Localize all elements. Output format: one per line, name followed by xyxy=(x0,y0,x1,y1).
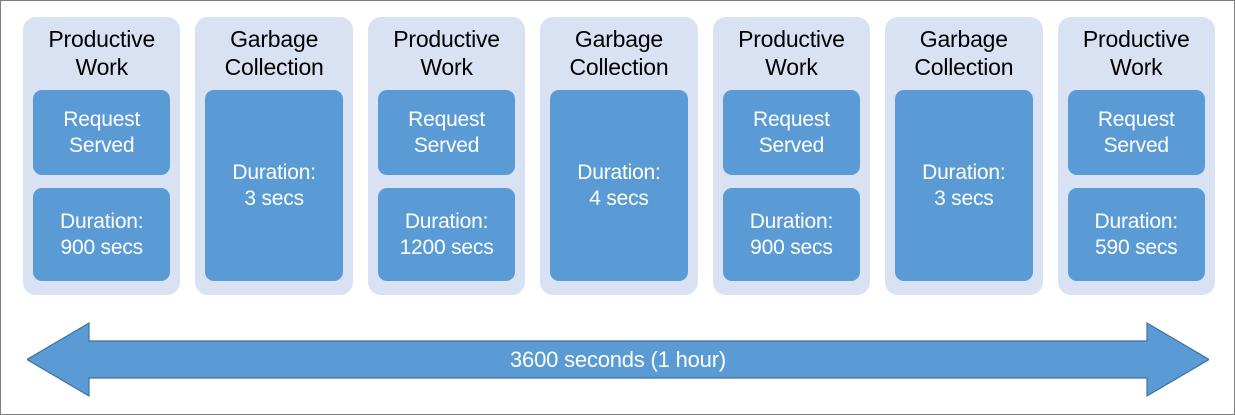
phase-card-productive-work-3[interactable]: Productive Work Request Served Duration:… xyxy=(712,17,871,295)
chip-duration: Duration: 1200 secs xyxy=(377,188,516,281)
chip-request-served: Request Served xyxy=(33,90,171,176)
chip-duration: Duration: 900 secs xyxy=(722,188,861,281)
chip-duration: Duration: 4 secs xyxy=(550,90,688,281)
phase-card-productive-work-4[interactable]: Productive Work Request Served Duration:… xyxy=(1057,17,1215,295)
phase-chip-list: Request Served Duration: 900 secs xyxy=(722,90,861,281)
chip-duration: Duration: 3 secs xyxy=(205,90,343,281)
phase-card-productive-work-2[interactable]: Productive Work Request Served Duration:… xyxy=(367,17,526,295)
double-headed-arrow-icon xyxy=(27,321,1209,398)
chip-request-served: Request Served xyxy=(377,90,516,176)
phase-title: Productive Work xyxy=(738,26,845,81)
phase-title: Garbage Collection xyxy=(224,26,324,81)
phase-card-productive-work-1[interactable]: Productive Work Request Served Duration:… xyxy=(23,17,181,295)
phase-chip-list: Duration: 3 secs xyxy=(205,90,343,281)
phase-title: Garbage Collection xyxy=(569,26,669,81)
chip-duration: Duration: 3 secs xyxy=(895,90,1033,281)
phase-card-garbage-collection-3[interactable]: Garbage Collection Duration: 3 secs xyxy=(885,17,1043,295)
phase-title: Productive Work xyxy=(1082,26,1190,81)
phase-chip-list: Duration: 4 secs xyxy=(550,90,688,281)
phase-card-garbage-collection-1[interactable]: Garbage Collection Duration: 3 secs xyxy=(195,17,353,295)
phase-card-garbage-collection-2[interactable]: Garbage Collection Duration: 4 secs xyxy=(540,17,698,295)
phase-chip-list: Request Served Duration: 900 secs xyxy=(33,90,171,281)
phase-timeline-strip: Productive Work Request Served Duration:… xyxy=(23,17,1215,295)
chip-duration: Duration: 900 secs xyxy=(33,188,171,281)
chip-request-served: Request Served xyxy=(1067,90,1205,176)
phase-chip-list: Duration: 3 secs xyxy=(895,90,1033,281)
phase-title: Productive Work xyxy=(48,26,156,81)
chip-duration: Duration: 590 secs xyxy=(1067,188,1205,281)
phase-title: Productive Work xyxy=(393,26,500,81)
phase-chip-list: Request Served Duration: 590 secs xyxy=(1067,90,1205,281)
chip-request-served: Request Served xyxy=(722,90,861,176)
phase-chip-list: Request Served Duration: 1200 secs xyxy=(377,90,516,281)
phase-title: Garbage Collection xyxy=(914,26,1014,81)
